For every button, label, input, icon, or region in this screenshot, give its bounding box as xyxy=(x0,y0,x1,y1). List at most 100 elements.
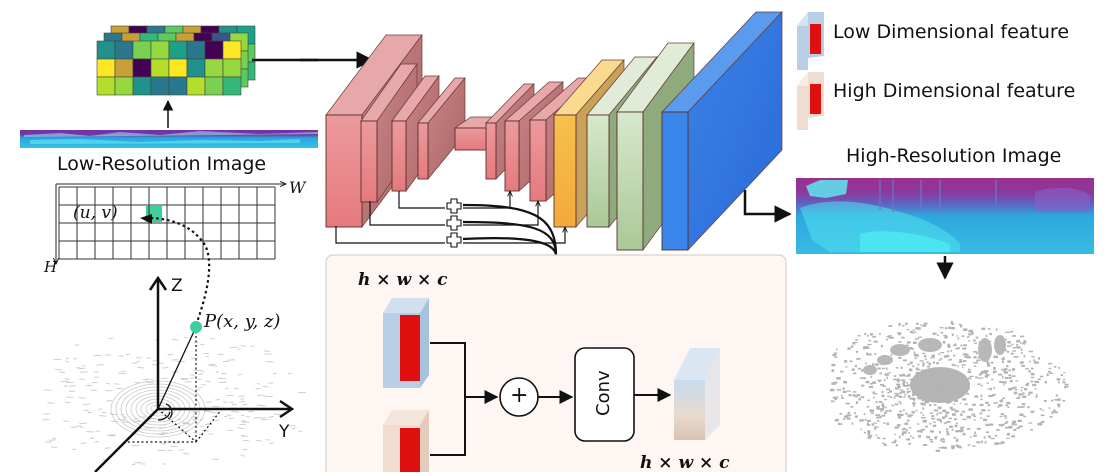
point-cloud-dot xyxy=(198,374,203,375)
dense-cloud-point xyxy=(946,431,948,433)
dense-cloud-point xyxy=(882,405,885,407)
dense-cloud-point xyxy=(981,441,983,443)
dense-cloud-point xyxy=(1038,423,1042,426)
dense-cloud-point xyxy=(921,403,925,405)
dense-cloud-point xyxy=(957,392,961,394)
feature-cell xyxy=(97,77,115,95)
dense-cloud-point xyxy=(972,404,976,406)
point-cloud-dot xyxy=(231,411,239,412)
dense-cloud-point xyxy=(945,385,948,387)
feature-map-stack xyxy=(97,26,255,95)
dense-cloud-point xyxy=(874,393,877,394)
dense-cloud-point xyxy=(903,359,907,361)
dense-cloud-point xyxy=(1005,405,1008,406)
dense-cloud-point xyxy=(859,398,861,401)
dense-cloud-point xyxy=(985,372,987,374)
point-label: P(x, y, z) xyxy=(204,311,280,332)
dense-cloud-point xyxy=(1011,375,1015,377)
point-cloud-dot xyxy=(106,400,112,401)
point-cloud-dot xyxy=(238,349,241,350)
point-cloud-dot xyxy=(71,427,77,428)
dense-cloud-point xyxy=(1001,424,1004,427)
dense-cloud-point xyxy=(894,393,898,395)
dense-cloud-point xyxy=(1021,387,1024,388)
point-cloud-dot xyxy=(263,396,266,397)
dense-cloud-point xyxy=(971,414,975,416)
dense-cloud-point xyxy=(1011,344,1013,346)
projection-grid xyxy=(59,187,275,259)
dense-cloud-point xyxy=(837,389,841,391)
skip-line-2 xyxy=(370,201,445,225)
dense-cloud-point xyxy=(1013,347,1017,348)
dense-cloud-point xyxy=(912,437,914,439)
dense-cloud-point xyxy=(849,360,852,362)
dense-cloud-point xyxy=(993,402,997,404)
point-cloud-dot xyxy=(241,455,245,456)
dense-cloud-point xyxy=(934,404,937,406)
dense-cloud-point xyxy=(1017,427,1020,429)
dense-cloud-point xyxy=(852,422,854,424)
dense-cloud-point xyxy=(1028,392,1032,394)
dense-cloud-point xyxy=(986,335,988,337)
dense-cloud-point xyxy=(1058,382,1060,384)
dense-cloud-point xyxy=(890,337,894,339)
dense-cloud-point xyxy=(938,447,942,448)
dense-cloud-point xyxy=(899,436,901,439)
dense-cloud-point xyxy=(835,419,839,421)
dense-cloud-point xyxy=(864,432,866,434)
dense-cloud-point xyxy=(846,391,850,392)
skip-add-node xyxy=(447,199,461,213)
dense-cloud-point xyxy=(873,422,877,423)
dense-cloud-point xyxy=(1018,426,1022,428)
dense-cloud-point xyxy=(946,402,950,404)
feature-cell xyxy=(223,41,241,59)
dense-cloud-point xyxy=(934,387,937,389)
dense-cloud-point xyxy=(930,388,933,390)
dense-cloud-point xyxy=(884,399,887,400)
dense-cloud-point xyxy=(878,381,880,382)
dense-cloud-point xyxy=(913,330,915,331)
dense-cloud-point xyxy=(867,430,870,432)
dense-cloud-point xyxy=(930,357,934,358)
dense-cloud-point xyxy=(968,371,970,374)
dense-cloud-point xyxy=(986,370,989,372)
skip-add-node xyxy=(447,233,461,247)
dense-cloud-point xyxy=(1010,380,1013,382)
dense-cloud-point xyxy=(951,321,953,322)
dense-cloud-point xyxy=(950,375,954,377)
dense-cloud-point xyxy=(889,325,893,327)
dense-cloud-point xyxy=(967,428,970,430)
dense-cloud-point xyxy=(861,385,864,387)
dense-cloud-point xyxy=(908,427,911,428)
point-cloud-dot xyxy=(138,367,145,368)
dense-cloud-point xyxy=(896,367,899,368)
dense-cloud-point xyxy=(922,362,924,364)
dense-cloud-point xyxy=(1056,378,1060,379)
dense-cloud-point xyxy=(944,394,948,396)
dense-cloud-point xyxy=(922,399,925,401)
dense-cloud-point xyxy=(920,337,922,339)
dense-cloud-point xyxy=(955,430,959,432)
dense-cloud-point xyxy=(1006,402,1010,404)
dense-cloud-point xyxy=(931,415,934,417)
point-cloud-dot xyxy=(238,374,242,375)
dense-cloud-point xyxy=(939,360,941,361)
dense-cloud-point xyxy=(916,410,918,411)
dense-cloud-point xyxy=(952,333,954,336)
dense-cloud-point xyxy=(997,406,999,408)
dense-cloud-point xyxy=(926,380,929,381)
dense-cloud-point xyxy=(875,363,879,366)
dense-cloud-point xyxy=(977,428,981,430)
dense-cloud-point xyxy=(908,395,911,398)
point-cloud-dot xyxy=(132,363,137,364)
dense-cloud-point xyxy=(985,402,988,404)
point-cloud-dot xyxy=(147,428,155,429)
dense-cloud-point xyxy=(1049,416,1052,418)
dense-cloud-point xyxy=(898,401,900,402)
dense-cloud-point xyxy=(840,413,843,415)
dense-cloud-point xyxy=(954,393,957,395)
dense-cloud-point xyxy=(872,381,876,384)
dense-cloud-point xyxy=(908,432,910,434)
dense-cloud-object xyxy=(978,338,992,362)
